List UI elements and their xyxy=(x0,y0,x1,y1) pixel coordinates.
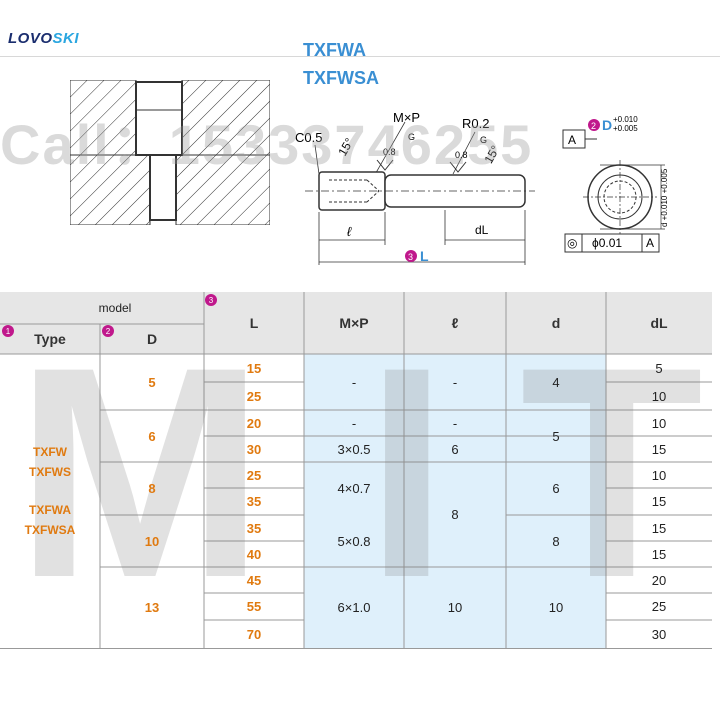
grind-right: G xyxy=(480,135,487,145)
L-value: 30 xyxy=(246,441,262,457)
L-value: 20 xyxy=(246,415,262,431)
dl-label: dL xyxy=(475,223,489,237)
D-value: 6 xyxy=(148,428,156,444)
ell-label: ℓ xyxy=(347,224,352,239)
d-tol-label: d +0.010 +0.005 xyxy=(660,168,669,227)
spec-table: M I T model 1 2 3 Type D L M×P ℓ d dL TX… xyxy=(0,292,712,648)
D-value: 10 xyxy=(144,533,160,549)
product-code-1: TXFWA xyxy=(303,40,366,60)
watermark-letter-m: M xyxy=(15,304,265,640)
runout-value: ϕ0.01 xyxy=(592,236,622,250)
header-mxp: M×P xyxy=(339,315,369,331)
marker-2-table-icon: 2 xyxy=(102,325,114,337)
D-value: 13 xyxy=(144,600,160,615)
product-code-2: TXFWSA xyxy=(303,68,379,88)
d-value: 5 xyxy=(552,428,560,444)
ell-value: - xyxy=(452,415,458,431)
dl-value: 15 xyxy=(651,494,667,509)
L-value: 45 xyxy=(246,572,262,588)
runout-icon: ◎ xyxy=(567,236,577,250)
marker-3-icon xyxy=(405,250,417,262)
header-type: Type xyxy=(34,331,66,347)
runout-datum: A xyxy=(646,236,654,250)
D-label: D xyxy=(602,117,612,133)
L-value: 40 xyxy=(246,546,262,562)
end-view-drawing: A 2 D +0.010 +0.005 d +0.010 +0.005 ◎ ϕ0… xyxy=(562,115,669,253)
D-value: 8 xyxy=(148,481,156,496)
watermark-letter-i: I xyxy=(365,304,449,640)
ell-value: 8 xyxy=(451,507,459,522)
dl-value: 10 xyxy=(651,415,667,431)
type-txfws: TXFWS xyxy=(29,465,71,479)
type-txfwsa: TXFWSA xyxy=(24,523,76,537)
table-bottom-border xyxy=(0,648,712,649)
datum-label: A xyxy=(568,133,576,147)
ell-value: 6 xyxy=(451,441,459,457)
marker-2-icon xyxy=(588,119,600,131)
mxp-value: 3×0.5 xyxy=(337,441,371,457)
dl-value: 5 xyxy=(655,360,663,376)
L-value: 25 xyxy=(246,388,262,404)
brand-logo: LOVOSKI xyxy=(8,30,80,47)
watermark-letter-t: T xyxy=(520,304,704,640)
d-value: 4 xyxy=(552,374,560,390)
L-value: 15 xyxy=(246,360,262,376)
marker-3-number: 3 xyxy=(408,252,413,262)
section-drawing xyxy=(70,80,270,225)
ell-value: - xyxy=(452,374,458,390)
type-txfwa: TXFWA xyxy=(29,503,71,517)
L-value: 70 xyxy=(246,626,262,642)
dl-value: 30 xyxy=(651,626,667,642)
type-txfw: TXFW xyxy=(33,445,67,459)
mxp-value: - xyxy=(351,374,357,390)
dl-value: 10 xyxy=(651,388,667,404)
dl-value: 10 xyxy=(651,467,667,483)
roughness-left: 0.8 xyxy=(383,147,396,157)
dl-value: 15 xyxy=(651,441,667,457)
d-value: 8 xyxy=(552,533,560,549)
D-value: 5 xyxy=(148,374,156,390)
marker-3-table-icon: 3 xyxy=(205,294,217,306)
D-tol-lower: +0.005 xyxy=(613,124,638,133)
header-ell: ℓ xyxy=(451,315,459,331)
L-value: 35 xyxy=(246,520,262,536)
marker-1-icon: 1 xyxy=(2,325,14,337)
L-label: L xyxy=(420,248,429,264)
chamfer-label: C0.5 xyxy=(295,130,322,145)
model-label: model xyxy=(98,301,132,315)
marker-2-number: 2 xyxy=(591,121,596,131)
thread-label: M×P xyxy=(393,110,420,125)
D-tol-upper: +0.010 xyxy=(613,115,638,124)
phone-watermark: Call：15333746255 xyxy=(0,113,534,176)
dl-value: 15 xyxy=(651,520,667,536)
header-D: D xyxy=(146,331,158,347)
d-value: 6 xyxy=(552,481,560,496)
ell-value: 10 xyxy=(447,600,463,615)
radius-label: R0.2 xyxy=(462,116,489,131)
mxp-value: 5×0.8 xyxy=(337,533,371,549)
d-value: 10 xyxy=(548,600,564,615)
L-value: 55 xyxy=(246,599,262,614)
table-grid xyxy=(0,292,712,648)
dl-value: 20 xyxy=(651,572,667,588)
L-value: 35 xyxy=(246,494,262,509)
L-value: 25 xyxy=(246,467,262,483)
roughness-right: 0.8 xyxy=(455,150,468,160)
pin-drawing: C0.5 15° M×P R0.2 0.8 G 0.8 G 15° ℓ dL 3… xyxy=(295,110,535,265)
header-divider xyxy=(0,56,720,57)
header-L: L xyxy=(249,315,259,331)
mxp-value: 6×1.0 xyxy=(337,600,371,615)
grind-left: G xyxy=(408,132,415,142)
dl-value: 25 xyxy=(651,599,667,614)
dl-value: 15 xyxy=(651,546,667,562)
mxp-value: - xyxy=(351,415,357,431)
header-dl: dL xyxy=(650,315,668,331)
header-d: d xyxy=(551,315,561,331)
mxp-value: 4×0.7 xyxy=(337,481,371,496)
